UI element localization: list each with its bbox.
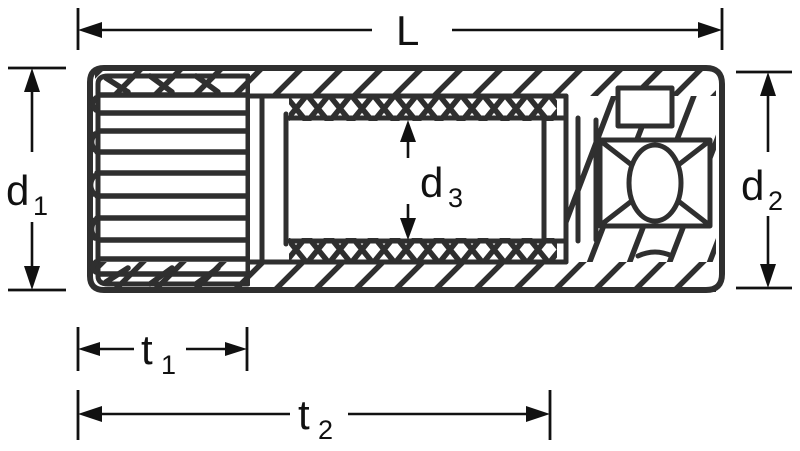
twelve-point-profile	[87, 73, 250, 287]
arrow-up-icon	[400, 120, 416, 142]
arrow-left-icon	[78, 342, 100, 356]
dimension-d2: d 2	[736, 70, 792, 290]
dimension-sub-t1: 1	[161, 350, 176, 380]
dimension-label-t2: t	[298, 391, 310, 438]
arrow-down-icon	[24, 266, 40, 290]
arrow-right-icon	[698, 22, 722, 38]
arrow-up-icon	[24, 68, 40, 92]
dimension-label-L: L	[396, 7, 419, 54]
dimension-sub-d3: 3	[448, 183, 463, 213]
dimension-t1: t 1	[76, 326, 249, 380]
dimension-L: L	[76, 7, 724, 54]
dimension-sub-d2: 2	[768, 186, 783, 216]
dimension-sub-t2: 2	[318, 415, 333, 445]
knurl-band-bottom	[289, 238, 557, 262]
arrow-left-icon	[78, 22, 102, 38]
square-drive-recess	[575, 85, 713, 259]
inner-bore-walls	[245, 93, 569, 265]
arrow-down-icon	[760, 264, 776, 288]
dimension-d3: d 3	[400, 120, 463, 240]
dimension-label-d3: d	[420, 159, 443, 206]
dimension-sub-d1: 1	[33, 191, 48, 221]
arrow-left-icon	[78, 406, 102, 422]
arrow-up-icon	[760, 72, 776, 96]
dimension-t2: t 2	[76, 390, 552, 445]
detent-ball-icon	[626, 142, 684, 224]
dimension-d1: d 1	[6, 66, 66, 292]
knurl-band-top	[289, 97, 557, 121]
dimension-label-d1: d	[6, 167, 29, 214]
dimension-label-t1: t	[141, 326, 153, 373]
dimension-label-d2: d	[741, 162, 764, 209]
arrow-right-icon	[526, 406, 550, 422]
arrow-down-icon	[400, 218, 416, 240]
arrow-right-icon	[225, 342, 247, 356]
